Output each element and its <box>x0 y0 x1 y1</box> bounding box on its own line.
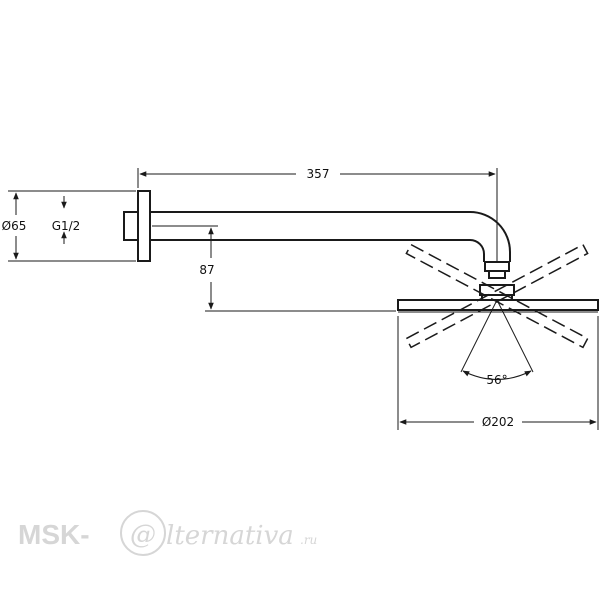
watermark-at: @ <box>130 520 156 550</box>
watermark-logo: MSK- @ lternativa .ru <box>18 510 317 556</box>
watermark-tld: .ru <box>300 533 317 547</box>
drop-height-label: 87 <box>199 263 214 277</box>
arm-length-label: 357 <box>307 167 330 181</box>
watermark-brand-right: lternativa <box>166 521 294 551</box>
shower-arm <box>150 211 511 262</box>
head-diameter-label: Ø202 <box>482 415 514 429</box>
thread-label: G1/2 <box>52 219 81 233</box>
dimension-lines <box>8 168 599 430</box>
tilt-outlines <box>405 243 589 349</box>
spray-angle-label: 56° <box>486 373 507 387</box>
at-circle-icon <box>120 510 166 556</box>
wall-flange <box>123 190 151 262</box>
swivel-joint <box>479 261 515 301</box>
watermark-brand-left: MSK- <box>18 519 90 550</box>
shower-head <box>397 299 599 313</box>
flange-diameter-label: Ø65 <box>2 219 27 233</box>
